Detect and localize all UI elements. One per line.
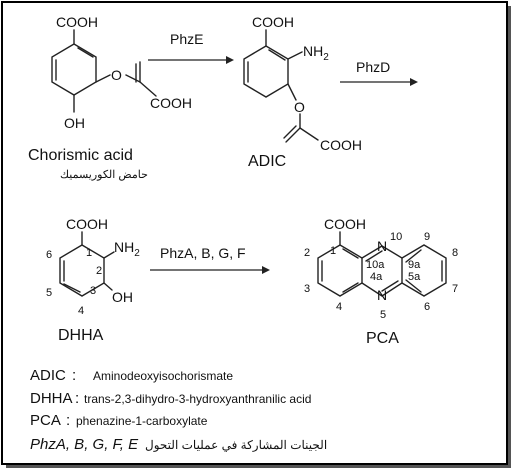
pca-n5-atom: N [377,287,387,303]
dhha-oh-label: OH [112,289,133,305]
chorismic-cooh-label: COOH [56,14,98,30]
pca-structure [317,231,447,297]
dhha-locant-3: 3 [90,285,96,297]
pca-locant-8: 8 [452,247,458,259]
arrow-phzabgf-head [262,266,270,274]
adic-o-label: O [294,99,305,115]
pca-locant-5a: 5a [408,271,421,283]
adic-name: ADIC [248,153,286,170]
legend-dhha-abbr: DHHA [30,390,73,407]
legend-genes: PhzA, B, G, F, E [30,436,139,453]
pca-locant-2: 2 [304,247,310,259]
arrow-phze-label: PhzE [170,31,203,47]
arrow-phzd-head [410,78,418,86]
dhha-locant-2: 2 [96,265,102,277]
chorismic-oh-label: OH [64,115,85,131]
chorismic-acid-name-arabic: حامض الكوريسميك [60,169,148,181]
dhha-locant-5: 5 [46,287,52,299]
chorismic-o-label: O [111,67,122,83]
pca-locant-1: 1 [330,245,336,257]
pca-locant-7: 7 [452,283,458,295]
pca-name: PCA [366,330,399,347]
dhha-locant-1: 1 [86,247,92,259]
legend: ADIC : Aminodeoxyisochorismate DHHA : tr… [30,367,327,453]
dhha-name: DHHA [58,327,104,344]
legend-pca-sep: : [66,412,70,429]
pca-locant-5: 5 [380,309,386,321]
arrow-phze-head [226,56,234,64]
dhha-nh2-label: NH2 [114,239,140,259]
adic-cooh-label: COOH [252,14,294,30]
chorismic-acid-structure [51,29,157,113]
pca-locant-4a: 4a [370,271,383,283]
adic-structure [243,29,319,143]
pca-locant-6: 6 [424,301,430,313]
legend-dhha-sep: : [75,390,79,407]
chorismic-acid-name: Chorismic acid [28,147,133,164]
legend-genes-arabic: الجينات المشاركة في عمليات التحول [145,438,327,452]
legend-dhha-full: trans-2,3-dihydro-3-hydroxyanthranilic a… [84,392,311,406]
arrow-phzd-label: PhzD [356,59,390,75]
chorismic-cooh2-label: COOH [150,95,192,111]
legend-adic-abbr: ADIC [30,367,66,384]
pca-n10-atom: N [377,238,387,254]
dhha-structure [59,231,115,297]
arrow-phzabgf-label: PhzA, B, G, F [160,245,246,261]
adic-cooh2-label: COOH [320,137,362,153]
legend-pca-full: phenazine-1-carboxylate [76,414,208,428]
frame-border [1,1,508,465]
pca-locant-3: 3 [304,283,310,295]
pca-locant-9: 9 [424,231,430,243]
legend-adic-sep: : [72,367,76,384]
pca-locant-9a: 9a [408,259,421,271]
pca-cooh-label: COOH [324,216,366,232]
pca-locant-10: 10 [390,231,402,243]
dhha-locant-6: 6 [46,249,52,261]
pca-locant-4: 4 [336,301,342,313]
legend-adic-full: Aminodeoxyisochorismate [93,369,233,383]
legend-pca-abbr: PCA [30,412,61,429]
dhha-cooh-label: COOH [66,216,108,232]
pca-locant-10a: 10a [366,259,385,271]
adic-nh2-label: NH2 [303,43,329,63]
dhha-locant-4: 4 [78,305,84,317]
